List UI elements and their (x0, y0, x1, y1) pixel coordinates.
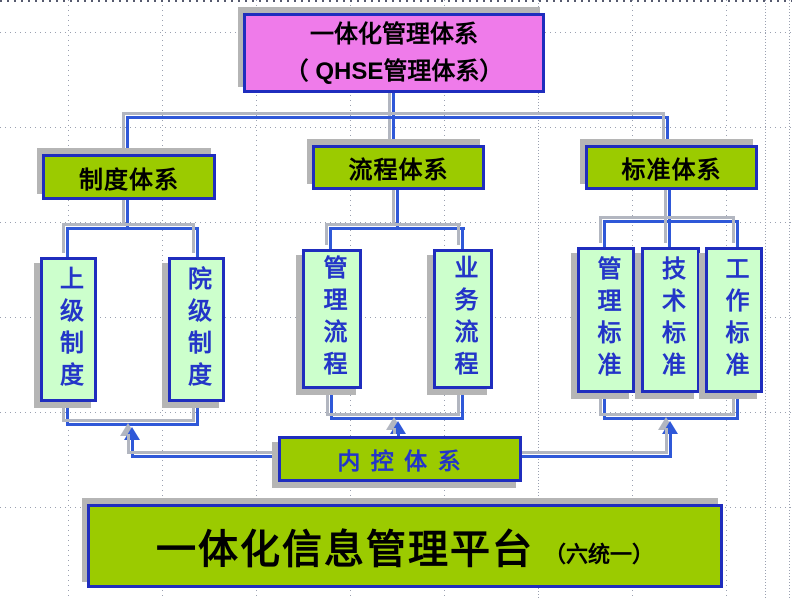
connector-institution-drop-left (66, 227, 69, 257)
grid-line (0, 317, 792, 318)
connector-institution-trunk (126, 200, 129, 230)
header-box-process-system: 流程体系 (312, 145, 485, 190)
connector-bottom-right-bus (603, 417, 739, 420)
connector-leg-gongzuo-biaozhun (736, 393, 739, 420)
connector-drop-standard (666, 116, 669, 147)
connector-leg-shangji (66, 402, 69, 424)
top-box-line2: （ QHSE管理体系） (284, 58, 504, 85)
grid-line (538, 0, 539, 600)
item-box-superior-rules: 上级制度 (40, 257, 97, 402)
connector-standard-bus (603, 220, 739, 223)
connector-stub-internal-control (397, 432, 400, 438)
item-box-work-standard: 工作标准 (705, 247, 763, 393)
connector-top-bus (126, 116, 668, 119)
connector-standard-drop-right (736, 220, 739, 247)
slide-bottom-edge (0, 0, 792, 2)
platform-suffix: （六统一） (543, 542, 654, 567)
connector-elbow-left-horizontal (131, 455, 278, 458)
arrowhead-up-icon (390, 421, 406, 434)
connector-standard-drop-mid (668, 220, 671, 247)
top-box-line1: 一体化管理体系 (310, 20, 478, 48)
connector-process-drop-right (461, 227, 464, 249)
arrowhead-up-icon (662, 421, 678, 434)
connector-process-drop-left (329, 227, 332, 249)
grid-line (765, 0, 766, 600)
connector-leg-yuanji (196, 402, 199, 424)
item-box-institute-rules: 院级制度 (168, 257, 225, 402)
connector-standard-drop-left (603, 220, 606, 247)
item-box-business-process: 业务流程 (433, 249, 493, 389)
arrowhead-up-icon (124, 427, 140, 440)
item-box-technical-standard: 技术标准 (641, 247, 700, 393)
header-box-standard-system: 标准体系 (585, 145, 758, 190)
connector-process-trunk (396, 190, 399, 230)
grid-line (0, 412, 792, 413)
item-box-management-standard: 管理标准 (577, 247, 635, 393)
connector-institution-drop-right (196, 227, 199, 257)
connector-process-bus (329, 227, 465, 230)
connector-leg-guanli-biaozhun (603, 393, 606, 420)
grid-line (789, 0, 790, 600)
platform-box-integrated-information-platform: 一体化信息管理平台 （六统一） (87, 504, 723, 588)
header-box-institution-system: 制度体系 (42, 154, 216, 200)
connector-top-trunk (392, 93, 395, 145)
connector-bottom-left-bus (66, 423, 199, 426)
platform-title: 一体化信息管理平台 (155, 528, 534, 572)
grid-line (0, 127, 792, 128)
connector-standard-trunk (668, 190, 671, 223)
top-box-integrated-management-system: 一体化管理体系 （ QHSE管理体系） (243, 13, 545, 93)
connector-elbow-right-vertical (669, 432, 672, 458)
connector-bottom-mid-bus (330, 417, 464, 420)
internal-control-box: 内 控 体 系 (278, 436, 522, 482)
grid-line (256, 0, 257, 600)
item-box-management-process: 管理流程 (302, 249, 362, 389)
connector-leg-yewu-liucheng (461, 389, 464, 420)
connector-leg-guanli-liucheng (330, 389, 333, 420)
connector-elbow-right-horizontal (522, 455, 672, 458)
grid-line (162, 0, 163, 600)
connector-institution-bus (66, 227, 199, 230)
connector-drop-institution (126, 116, 129, 156)
connector-elbow-left-vertical (131, 438, 134, 458)
